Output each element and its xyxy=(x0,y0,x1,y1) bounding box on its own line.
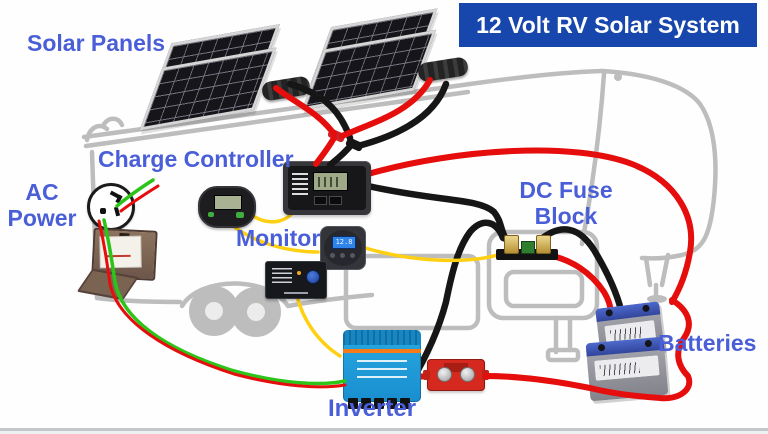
charge-controller-button-1 xyxy=(314,196,327,205)
cable-entry-gland-left xyxy=(260,75,312,102)
mc4-connector-black xyxy=(344,136,365,153)
charge-controller-button-2 xyxy=(329,196,342,205)
label-dc-fuse-block: DC Fuse Block xyxy=(504,177,628,230)
mc4-connector-red xyxy=(326,127,347,144)
title-banner: 12 Volt RV Solar System xyxy=(459,3,757,47)
remote-display-lcd xyxy=(214,195,242,210)
label-charge-controller: Charge Controller xyxy=(98,146,294,172)
label-ac-power-line2: Power xyxy=(7,204,77,231)
battery-monitor-lcd: 12.8 xyxy=(332,236,356,249)
battery-monitor-button-2 xyxy=(340,253,345,258)
solar-panel-1-front xyxy=(139,47,277,131)
battery-monitor-button-1 xyxy=(330,253,335,258)
charge-controller-device xyxy=(283,161,371,215)
dc-fuse-block-device xyxy=(496,232,560,264)
label-solar-panels: Solar Panels xyxy=(27,30,166,56)
inverter-terminals xyxy=(348,398,410,409)
multi-control-panel-device xyxy=(265,261,327,299)
charge-controller-lcd xyxy=(313,172,348,191)
inverter-device xyxy=(343,330,421,409)
wire-controller-to-fuseblock-black xyxy=(364,182,511,245)
wire-multicontrol-to-inverter-yellow xyxy=(295,294,342,358)
inlet-blade-slot-4 xyxy=(113,206,121,217)
inverter-top-vents xyxy=(343,330,421,345)
solar-panel-2-front xyxy=(301,29,437,111)
battery-front xyxy=(585,336,669,402)
battery-monitor-button-3 xyxy=(350,253,355,258)
fuse-holder-terminal-2 xyxy=(460,367,475,382)
remote-display-device xyxy=(198,186,256,228)
multi-control-caption xyxy=(284,292,308,294)
remote-display-led xyxy=(208,212,214,217)
fuse-holder-terminal-1 xyxy=(437,367,452,382)
ground-line xyxy=(0,428,768,434)
label-ac-power: AC Power xyxy=(4,179,80,232)
power-transfer-box-label xyxy=(100,236,141,268)
multi-control-label-print xyxy=(272,268,292,286)
label-dc-fuse-line2: Block xyxy=(534,202,598,229)
remote-display-button xyxy=(236,212,244,218)
label-inverter: Inverter xyxy=(328,395,417,422)
inline-fuse-holder xyxy=(423,359,489,391)
label-ac-power-line1: AC xyxy=(25,179,59,205)
battery-front-label xyxy=(594,355,660,381)
label-batteries: Batteries xyxy=(658,330,757,356)
multi-control-led xyxy=(297,271,301,275)
fuse-block-pcb xyxy=(521,241,535,254)
charge-controller-label-print xyxy=(292,173,308,195)
label-monitor: Monitor xyxy=(236,225,321,251)
wire-monitor-to-fuseblock-yellow xyxy=(360,245,506,263)
label-dc-fuse-line1: DC Fuse xyxy=(519,177,613,203)
fuse-holder-ear-left xyxy=(423,370,430,380)
inlet-blade-slot-3 xyxy=(100,208,106,214)
fuse-block-post-left xyxy=(504,235,519,254)
ac-power-inlet xyxy=(87,183,135,231)
fuse-block-post-right xyxy=(536,235,551,254)
inverter-orange-stripe xyxy=(343,349,421,353)
multi-control-knob xyxy=(306,270,320,284)
power-transfer-box xyxy=(76,227,158,301)
fuse-holder-ear-right xyxy=(482,370,489,380)
inverter-label-print xyxy=(357,360,407,382)
